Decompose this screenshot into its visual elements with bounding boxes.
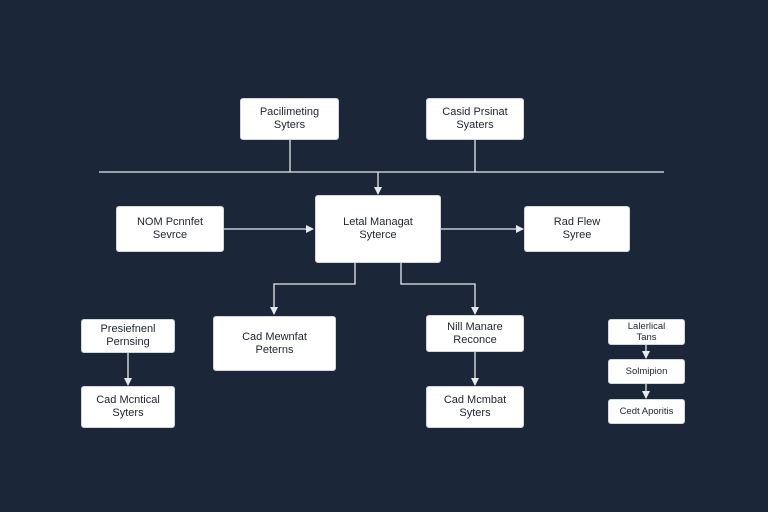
- node-top-left[interactable]: Pacilimeting Syters: [240, 98, 339, 140]
- node-mid-left[interactable]: Cad Mewnfat Peterns: [213, 316, 336, 371]
- node-center[interactable]: Letal Managat Syterce: [315, 195, 441, 263]
- node-side-3[interactable]: Cedt Aporitis: [608, 399, 685, 424]
- arrow-center-mid-left: [270, 263, 356, 315]
- node-side-2[interactable]: Solmipion: [608, 359, 685, 384]
- node-side-1[interactable]: Lalerlical Tans: [608, 319, 685, 345]
- node-left[interactable]: NOM Pcnnfet Sevrce: [116, 206, 224, 252]
- node-far-left-top[interactable]: Presiefnenl Pernsing: [81, 319, 175, 353]
- node-mid-right[interactable]: Nill Manare Reconce: [426, 315, 524, 352]
- node-far-left-bottom[interactable]: Cad Mcntical Syters: [81, 386, 175, 428]
- node-bottom-right[interactable]: Cad Mcmbat Syters: [426, 386, 524, 428]
- arrow-center-mid-right: [400, 263, 479, 315]
- node-right[interactable]: Rad Flew Syree: [524, 206, 630, 252]
- node-top-right[interactable]: Casid Prsinat Syaters: [426, 98, 524, 140]
